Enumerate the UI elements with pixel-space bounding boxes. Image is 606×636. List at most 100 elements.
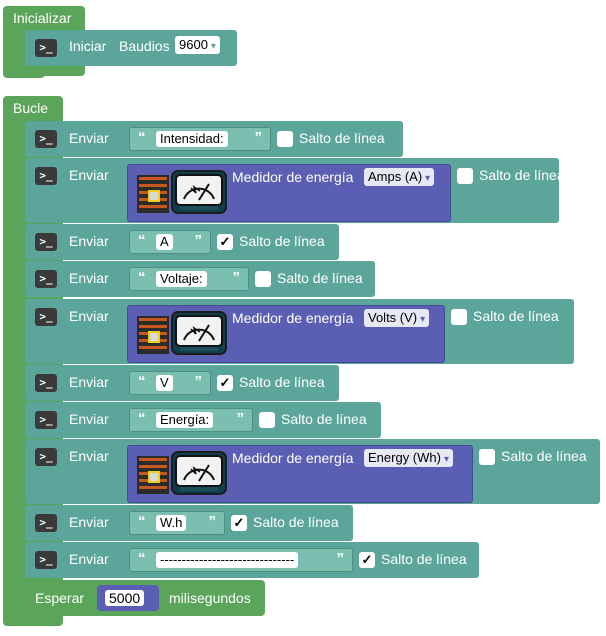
energy-meter-block[interactable]: Medidor de energía Amps (A)▾: [127, 164, 451, 222]
baud-dropdown[interactable]: 9600▾: [175, 36, 220, 54]
checkbox-icon[interactable]: ✓: [217, 234, 233, 250]
close-quote-icon: ”: [236, 410, 245, 427]
close-quote-icon: ”: [208, 513, 217, 530]
init-block-bottom: [3, 66, 45, 78]
text-field[interactable]: Voltaje:: [156, 271, 207, 287]
open-quote-icon: “: [138, 373, 146, 390]
close-quote-icon: ”: [336, 550, 345, 567]
checkbox-icon[interactable]: [479, 449, 495, 465]
text-field[interactable]: V: [156, 375, 173, 391]
checkbox-icon[interactable]: ✓: [231, 515, 247, 531]
dropdown-arrow-icon: ▾: [210, 41, 216, 52]
meter-unit-value: Volts (V): [368, 310, 418, 325]
loop-label: Bucle: [13, 100, 49, 116]
wait-number-block[interactable]: 5000: [97, 585, 159, 611]
checkbox-icon[interactable]: [457, 168, 473, 184]
open-quote-icon: “: [138, 232, 146, 249]
serial-print-block[interactable]: >_ Enviar Medidor de energía: [25, 158, 565, 223]
meter-label: Medidor de energía: [232, 169, 354, 185]
text-block[interactable]: “ V ”: [129, 371, 211, 395]
baud-label: Baudios: [119, 38, 170, 54]
serial-print-block[interactable]: >_ Enviar “ A ” ✓ Salto de línea: [25, 224, 339, 260]
send-label: Enviar: [69, 130, 109, 146]
meter-label: Medidor de energía: [232, 450, 354, 466]
newline-label: Salto de línea: [281, 411, 367, 427]
energy-meter-icon: [137, 311, 227, 355]
checkbox-icon[interactable]: ✓: [359, 552, 375, 568]
newline-label: Salto de línea: [501, 448, 587, 464]
open-quote-icon: “: [138, 550, 146, 567]
meter-unit-dropdown[interactable]: Volts (V)▾: [364, 309, 430, 327]
terminal-icon: >_: [35, 308, 57, 326]
wait-block[interactable]: Esperar 5000 milisegundos: [25, 580, 265, 616]
wait-unit-label: milisegundos: [169, 590, 251, 606]
send-label: Enviar: [69, 448, 109, 464]
text-block[interactable]: “ ------------------------------- ”: [129, 548, 353, 572]
newline-label: Salto de línea: [239, 374, 325, 390]
serial-print-block[interactable]: >_ Enviar “ W.h ” ✓ Salto de línea: [25, 505, 353, 541]
send-label: Enviar: [69, 167, 109, 183]
send-label: Enviar: [69, 270, 109, 286]
text-block[interactable]: “ W.h ”: [129, 511, 225, 535]
newline-label: Salto de línea: [299, 130, 385, 146]
newline-label: Salto de línea: [473, 308, 559, 324]
terminal-icon: >_: [35, 374, 57, 392]
newline-label: Salto de línea: [253, 514, 339, 530]
terminal-icon: >_: [35, 270, 57, 288]
text-field[interactable]: Energía:: [156, 412, 214, 428]
terminal-icon: >_: [35, 39, 57, 57]
wait-label: Esperar: [35, 590, 85, 606]
checkbox-icon[interactable]: ✓: [217, 375, 233, 391]
checkbox-icon[interactable]: [259, 412, 275, 428]
send-label: Enviar: [69, 551, 109, 567]
send-label: Enviar: [69, 514, 109, 530]
checkbox-icon[interactable]: [255, 271, 271, 287]
text-block[interactable]: “ A ”: [129, 230, 211, 254]
meter-unit-dropdown[interactable]: Amps (A)▾: [364, 168, 435, 186]
meter-label: Medidor de energía: [232, 310, 354, 326]
serial-print-block[interactable]: >_ Enviar Medidor de energía: [25, 439, 600, 504]
text-field[interactable]: W.h: [156, 515, 187, 531]
send-label: Enviar: [69, 233, 109, 249]
serial-print-block[interactable]: >_ Enviar “ Intensidad: ” Salto de línea: [25, 121, 403, 157]
newline-label: Salto de línea: [277, 270, 363, 286]
terminal-icon: >_: [35, 233, 57, 251]
text-block[interactable]: “ Energía: ”: [129, 408, 253, 432]
init-label: Inicializar: [13, 10, 72, 26]
checkbox-icon[interactable]: [277, 131, 293, 147]
send-label: Enviar: [69, 374, 109, 390]
terminal-icon: >_: [35, 514, 57, 532]
send-label: Enviar: [69, 411, 109, 427]
text-field[interactable]: -------------------------------: [156, 552, 299, 568]
terminal-icon: >_: [35, 130, 57, 148]
close-quote-icon: ”: [232, 269, 241, 286]
newline-label: Salto de línea: [239, 233, 325, 249]
energy-meter-block[interactable]: Medidor de energía Volts (V)▾: [127, 305, 445, 363]
energy-meter-icon: [137, 451, 227, 495]
open-quote-icon: “: [138, 269, 146, 286]
text-field[interactable]: Intensidad:: [156, 131, 228, 147]
energy-meter-block[interactable]: Medidor de energía Energy (Wh)▾: [127, 445, 473, 503]
close-quote-icon: ”: [194, 373, 203, 390]
serial-begin-block[interactable]: >_ Iniciar Baudios 9600▾: [25, 30, 237, 66]
meter-unit-value: Amps (A): [368, 169, 423, 184]
open-quote-icon: “: [138, 513, 146, 530]
text-field[interactable]: A: [156, 234, 173, 250]
meter-unit-value: Energy (Wh): [368, 450, 441, 465]
text-block[interactable]: “ Intensidad: ”: [129, 127, 271, 151]
serial-print-block[interactable]: >_ Enviar “ Voltaje: ” Salto de línea: [25, 261, 375, 297]
terminal-icon: >_: [35, 411, 57, 429]
serial-print-block[interactable]: >_ Enviar “ V ” ✓ Salto de línea: [25, 365, 339, 401]
serial-print-block[interactable]: >_ Enviar Medidor de energía: [25, 299, 574, 364]
meter-unit-dropdown[interactable]: Energy (Wh)▾: [364, 449, 453, 467]
serial-print-block[interactable]: >_ Enviar “ ----------------------------…: [25, 542, 479, 578]
terminal-icon: >_: [35, 167, 57, 185]
energy-meter-icon: [137, 170, 227, 214]
dropdown-arrow-icon: ▾: [443, 454, 449, 465]
close-quote-icon: ”: [194, 232, 203, 249]
text-block[interactable]: “ Voltaje: ”: [129, 267, 249, 291]
serial-print-block[interactable]: >_ Enviar “ Energía: ” Salto de línea: [25, 402, 381, 438]
wait-number-field[interactable]: 5000: [105, 590, 145, 606]
checkbox-icon[interactable]: [451, 309, 467, 325]
dropdown-arrow-icon: ▾: [425, 173, 431, 184]
